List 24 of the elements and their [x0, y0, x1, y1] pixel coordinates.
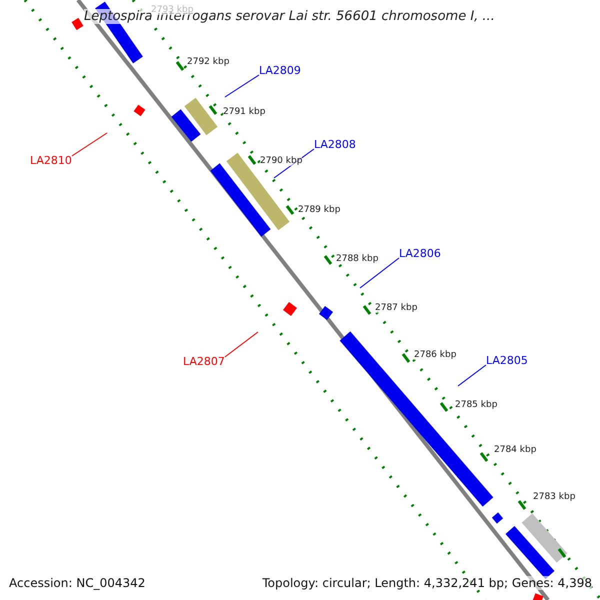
- leader-line: [71, 132, 108, 156]
- topology-text: Topology: circular; Length: 4,332,241 bp; Genes: 4,398: [262, 576, 592, 590]
- leader-line: [360, 258, 400, 288]
- gene-label: LA2809: [259, 64, 301, 77]
- leader-line: [458, 364, 486, 386]
- gene-label: LA2807: [183, 355, 225, 368]
- gene-label: LA2808: [314, 138, 356, 151]
- gene-label: LA2805: [486, 354, 528, 367]
- tick-label: 2791 kbp: [223, 107, 266, 117]
- tick-label: 2789 kbp: [298, 205, 340, 215]
- leader-line: [274, 148, 314, 178]
- tick-label: 2788 kbp: [336, 254, 378, 264]
- tick-label: 2792 kbp: [187, 57, 230, 67]
- tick-label: 2783 kbp: [533, 492, 576, 502]
- leader-line: [224, 74, 260, 98]
- tick-label: 2787 kbp: [375, 303, 418, 313]
- tick-label: 2784 kbp: [494, 445, 536, 455]
- gene-label: LA2810: [30, 154, 72, 167]
- tick-label: 2790 kbp: [260, 156, 302, 166]
- leader-line: [224, 332, 258, 358]
- tick-label: 2786 kbp: [414, 350, 456, 360]
- tick-label: 2785 kbp: [455, 400, 498, 410]
- accession-text: Accession: NC_004342: [9, 576, 146, 590]
- gene-label: LA2806: [399, 247, 441, 260]
